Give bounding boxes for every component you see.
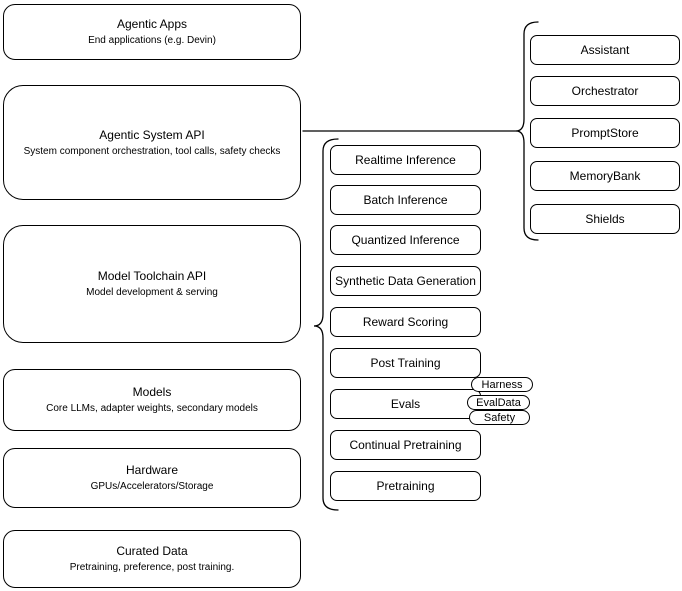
box-title: Curated Data — [116, 544, 188, 558]
toolchain-item-post-training: Post Training — [330, 348, 481, 378]
box-subtitle: GPUs/Accelerators/Storage — [90, 481, 214, 492]
box-title: Model Toolchain API — [97, 269, 207, 283]
toolchain-item-evals: Evals — [330, 389, 481, 419]
brace-system-components — [515, 21, 539, 241]
component-orchestrator: Orchestrator — [530, 76, 680, 106]
box-curated-data: Curated Data Pretraining, preference, po… — [3, 530, 301, 588]
toolchain-item-continual-pretraining: Continual Pretraining — [330, 430, 481, 460]
component-memorybank: MemoryBank — [530, 161, 680, 191]
box-model-toolchain-api: Model Toolchain API Model development & … — [3, 225, 301, 343]
component-promptstore: PromptStore — [530, 118, 680, 148]
eval-tag-safety: Safety — [469, 410, 530, 425]
toolchain-item-realtime-inference: Realtime Inference — [330, 145, 481, 175]
box-title: Agentic Apps — [116, 17, 188, 31]
box-title: Hardware — [125, 463, 179, 477]
box-subtitle: Model development & serving — [86, 287, 218, 298]
box-subtitle: Core LLMs, adapter weights, secondary mo… — [46, 403, 258, 414]
toolchain-item-batch-inference: Batch Inference — [330, 185, 481, 215]
box-models: Models Core LLMs, adapter weights, secon… — [3, 369, 301, 431]
box-subtitle: End applications (e.g. Devin) — [88, 35, 216, 46]
component-shields: Shields — [530, 204, 680, 234]
component-assistant: Assistant — [530, 35, 680, 65]
box-title: Agentic System API — [99, 127, 205, 142]
eval-tag-evaldata: EvalData — [467, 395, 530, 410]
toolchain-item-pretraining: Pretraining — [330, 471, 481, 501]
box-subtitle: Pretraining, preference, post training. — [69, 562, 235, 573]
toolchain-item-reward-scoring: Reward Scoring — [330, 307, 481, 337]
box-hardware: Hardware GPUs/Accelerators/Storage — [3, 448, 301, 508]
box-agentic-apps: Agentic Apps End applications (e.g. Devi… — [3, 4, 301, 60]
eval-tag-harness: Harness — [471, 377, 533, 392]
box-agentic-system-api: Agentic System API System component orch… — [3, 85, 301, 200]
brace-toolchain — [313, 138, 339, 511]
toolchain-item-quantized-inference: Quantized Inference — [330, 225, 481, 255]
box-subtitle: System component orchestration, tool cal… — [23, 145, 281, 157]
box-title: Models — [132, 385, 172, 399]
toolchain-item-synthetic-data-generation: Synthetic Data Generation — [330, 266, 481, 296]
